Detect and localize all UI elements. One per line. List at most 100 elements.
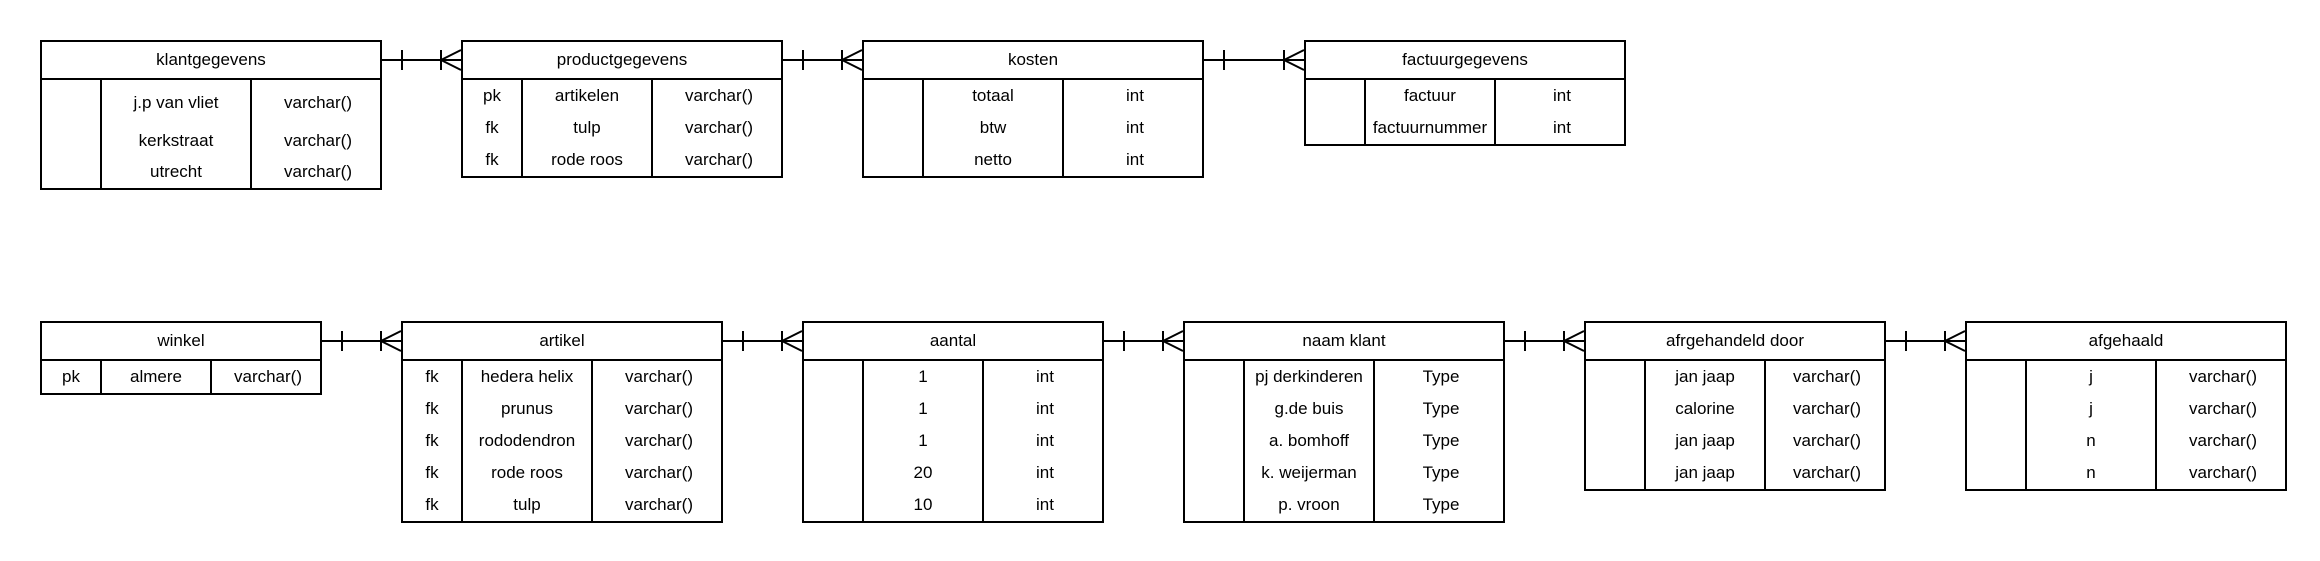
entity-title: aantal — [804, 323, 1102, 361]
attribute-key: pk — [463, 80, 523, 112]
attribute-type: varchar() — [2188, 367, 2257, 386]
attribute-key — [1185, 425, 1245, 457]
attribute-key: fk — [463, 112, 523, 144]
attribute-type: varchar() — [624, 495, 693, 514]
attribute-key — [1586, 457, 1646, 489]
attribute-name: pj derkinderen — [1245, 361, 1375, 393]
attribute-key — [1185, 489, 1245, 521]
entity-title: productgegevens — [463, 42, 781, 80]
attribute-type: varchar() — [1792, 399, 1861, 418]
attribute-name: utrecht — [102, 156, 252, 188]
attribute-type: varchar() — [2188, 463, 2257, 482]
attribute-name: factuurnummer — [1366, 112, 1496, 144]
attribute-name: n — [2027, 457, 2157, 489]
entity-title: klantgegevens — [42, 42, 380, 80]
attribute-key — [1586, 361, 1646, 393]
entity-title: factuurgegevens — [1306, 42, 1624, 80]
attribute-key: fk — [403, 457, 463, 489]
attribute-name: btw — [924, 112, 1064, 144]
attribute-key: fk — [403, 361, 463, 393]
attribute-type: int — [1036, 399, 1054, 418]
attribute-type: Type — [1422, 367, 1460, 386]
attribute-name: p. vroon — [1245, 489, 1375, 521]
entity-title: kosten — [864, 42, 1202, 80]
attribute-type: varchar() — [283, 93, 352, 112]
entity-title: afrgehandeld door — [1586, 323, 1884, 361]
attribute-key — [804, 489, 864, 521]
attribute-type: Type — [1422, 463, 1460, 482]
attribute-name: jan jaap — [1646, 457, 1766, 489]
attribute-key: fk — [403, 425, 463, 457]
attribute-name: 20 — [864, 457, 984, 489]
attribute-name: j — [2027, 361, 2157, 393]
attribute-key — [1185, 393, 1245, 425]
relationship-klantgegevens-productgegevens — [382, 49, 462, 71]
attribute-type: int — [1126, 86, 1144, 105]
attribute-key — [864, 144, 924, 176]
attribute-type: varchar() — [233, 367, 302, 386]
entity-title: naam klant — [1185, 323, 1503, 361]
attribute-type: varchar() — [2188, 431, 2257, 450]
attribute-key — [1967, 361, 2027, 393]
attribute-type: varchar() — [624, 367, 693, 386]
attribute-key — [1306, 80, 1366, 112]
attribute-type: Type — [1422, 431, 1460, 450]
attribute-type: int — [1036, 367, 1054, 386]
entity-title: winkel — [42, 323, 320, 361]
attribute-type: varchar() — [2188, 399, 2257, 418]
attribute-key — [804, 393, 864, 425]
attribute-key — [1967, 425, 2027, 457]
attribute-name: n — [2027, 425, 2157, 457]
attribute-key: fk — [403, 489, 463, 521]
attribute-name: g.de buis — [1245, 393, 1375, 425]
attribute-key: fk — [463, 144, 523, 176]
attribute-type: varchar() — [624, 431, 693, 450]
attribute-type: int — [1553, 86, 1571, 105]
attribute-name: 1 — [864, 361, 984, 393]
entity-title: afgehaald — [1967, 323, 2285, 361]
attribute-name: rode roos — [523, 144, 653, 176]
entity-attributes: factuur int factuurnummer int — [1306, 80, 1624, 144]
attribute-name: k. weijerman — [1245, 457, 1375, 489]
attribute-type: Type — [1422, 495, 1460, 514]
attribute-key — [804, 457, 864, 489]
attribute-key — [1586, 425, 1646, 457]
attribute-name: tulp — [463, 489, 593, 521]
attribute-type: varchar() — [1792, 463, 1861, 482]
attribute-name: 1 — [864, 393, 984, 425]
attribute-name: factuur — [1366, 80, 1496, 112]
relationship-artikel-aantal — [723, 330, 803, 352]
attribute-name: a. bomhoff — [1245, 425, 1375, 457]
attribute-key — [1967, 457, 2027, 489]
attribute-type: int — [1553, 118, 1571, 137]
attribute-type: varchar() — [283, 162, 352, 181]
attribute-key — [42, 126, 102, 156]
attribute-type: varchar() — [684, 150, 753, 169]
relationship-afrgehandeld-door-afgehaald — [1886, 330, 1966, 352]
attribute-key — [1185, 457, 1245, 489]
attribute-type: int — [1036, 431, 1054, 450]
attribute-key — [1586, 393, 1646, 425]
attribute-name: rododendron — [463, 425, 593, 457]
attribute-type: varchar() — [1792, 367, 1861, 386]
attribute-name: kerkstraat — [102, 126, 252, 156]
attribute-type: varchar() — [684, 86, 753, 105]
attribute-key: fk — [403, 393, 463, 425]
attribute-key — [1967, 393, 2027, 425]
entity-title: artikel — [403, 323, 721, 361]
attribute-name: tulp — [523, 112, 653, 144]
